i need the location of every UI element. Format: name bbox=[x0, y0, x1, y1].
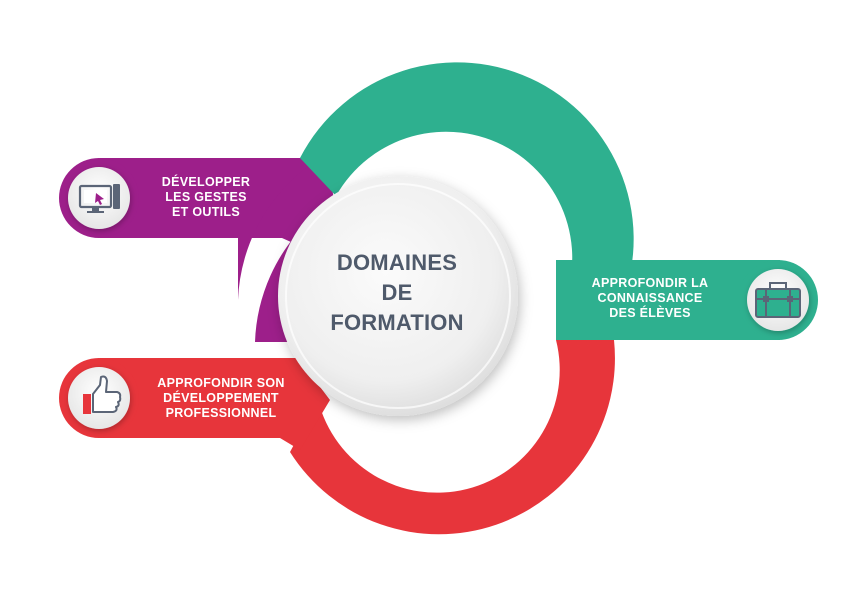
item-label-line: DES ÉLÈVES bbox=[609, 306, 691, 320]
ring-segment-red bbox=[290, 340, 615, 535]
item-label-know-students: APPROFONDIR LA CONNAISSANCE DES ÉLÈVES bbox=[580, 276, 720, 321]
bar-purple-curve bbox=[238, 158, 320, 300]
center-title: DOMAINES DE FORMATION bbox=[322, 248, 472, 338]
center-title-line: DE bbox=[381, 280, 413, 305]
ring-segment-green bbox=[300, 62, 634, 320]
item-label-line: PROFESSIONNEL bbox=[165, 406, 277, 420]
item-label-line: LES GESTES bbox=[165, 190, 247, 204]
thumbs-up-icon bbox=[59, 358, 139, 438]
computer-cursor-icon bbox=[59, 158, 139, 238]
center-title-line: FORMATION bbox=[330, 310, 464, 335]
item-label-line: DÉVELOPPER bbox=[161, 175, 251, 189]
bar-red bbox=[100, 358, 330, 450]
item-label-line: ET OUTILS bbox=[172, 205, 240, 219]
item-label-line: CONNAISSANCE bbox=[597, 291, 703, 305]
item-label-professional-development: APPROFONDIR SON DÉVELOPPEMENT PROFESSION… bbox=[144, 376, 298, 421]
item-label-line: DÉVELOPPEMENT bbox=[163, 391, 279, 405]
item-label-line: APPROFONDIR SON bbox=[157, 376, 285, 390]
center-circle bbox=[278, 176, 518, 416]
item-label-develop-tools: DÉVELOPPER LES GESTES ET OUTILS bbox=[144, 175, 268, 220]
briefcase-icon bbox=[738, 260, 818, 340]
center-title-line: DOMAINES bbox=[336, 250, 458, 275]
item-label-line: APPROFONDIR LA bbox=[591, 276, 709, 290]
bar-green bbox=[556, 260, 780, 340]
